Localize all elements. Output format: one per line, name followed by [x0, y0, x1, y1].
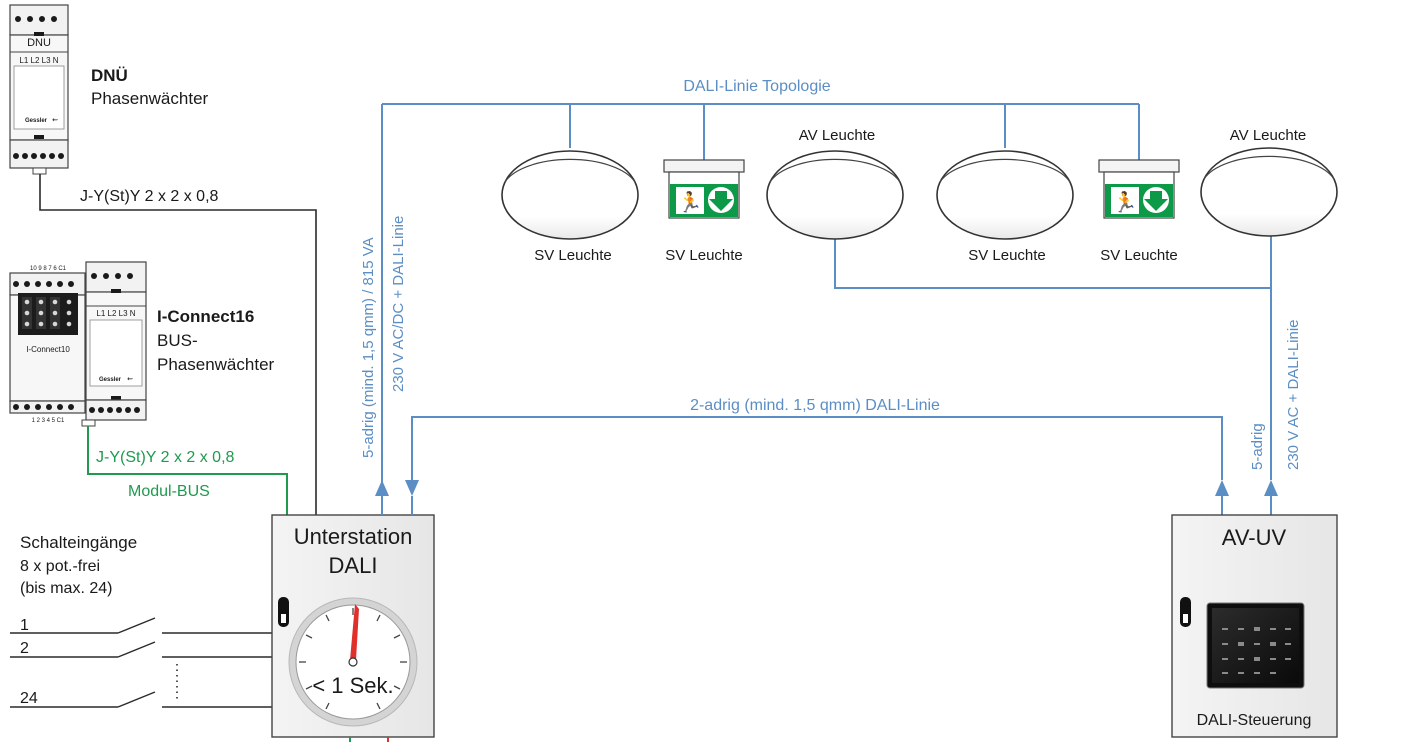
dnu-device-label: DNU: [27, 37, 51, 49]
input-label-2: 2: [20, 640, 29, 657]
sv-light-1-label: SV Leuchte: [534, 247, 612, 264]
input-label-24: 24: [20, 690, 38, 707]
lock-icon: [278, 597, 289, 627]
input-label-1: 1: [20, 617, 29, 634]
relay-block-icon: [18, 293, 78, 335]
timer-dial-icon: [288, 597, 418, 727]
sv-ceiling-light-2: [936, 150, 1074, 240]
timer-label: < 1 Sek.: [312, 673, 393, 698]
sv-light-2-label: SV Leuchte: [968, 247, 1046, 264]
sv-exit-2-label: SV Leuchte: [1100, 247, 1178, 264]
av-uv-caption: DALI-Steuerung: [1197, 712, 1312, 729]
av-ceiling-light-1: [766, 150, 904, 240]
inputs-max: (bis max. 24): [20, 580, 112, 597]
iconnect-description-line2: Phasenwächter: [157, 355, 275, 374]
iconnect-name: I-Connect16: [157, 307, 254, 326]
dali-topology-line: [382, 103, 1140, 160]
iconnect-bottom-terminal-numbers: 1 2 3 4 5 C1: [32, 418, 65, 424]
dnu-cable: [39, 174, 317, 515]
unterstation-title: Unterstation: [294, 524, 413, 549]
iconnect-brand: Gessler: [99, 377, 122, 383]
iconnect-device: 10 9 8 7 6 C1 I-Connect10 1 2 3 4 5 C1: [9, 261, 147, 427]
dnu-brand: Gessler: [25, 118, 48, 124]
arrow-down-icon: [1144, 191, 1168, 211]
av-uv-title: AV-UV: [1222, 525, 1287, 550]
switch-input-2: 2: [10, 640, 272, 658]
dnu-cable-label: J-Y(St)Y 2 x 2 x 0,8: [80, 188, 219, 205]
running-man-icon: 🏃: [1113, 190, 1138, 214]
av-uv-wire-spec: 5-adrig: [1249, 423, 1266, 470]
iconnect-cable-label: J-Y(St)Y 2 x 2 x 0,8: [96, 449, 235, 466]
dali-2-wire-label: 2-adrig (mind. 1,5 qmm) DALI-Linie: [690, 397, 940, 414]
iconnect-terminal-labels: L1 L2 L3 N: [96, 309, 135, 318]
unterstation-cabinet: Unterstation DALI: [271, 514, 435, 738]
dnu-device: DNU L1 L2 L3 N Gessler ⇜: [9, 4, 69, 175]
unterstation-dali-feed: [375, 104, 419, 515]
exit-sign-1: 🏃: [663, 159, 745, 219]
arrow-down-icon: [709, 191, 733, 211]
switch-input-1: 1: [10, 617, 272, 634]
dnu-top-terminals: [15, 16, 57, 22]
touch-panel-icon: [1206, 602, 1305, 689]
switch-input-24: 24: [10, 690, 272, 708]
av-loop-line: [834, 230, 1278, 515]
dnu-description: Phasenwächter: [91, 89, 209, 108]
unterstation-subtitle: DALI: [329, 553, 378, 578]
unterstation-wire-type: 230 V AC/DC + DALI-Linie: [390, 216, 407, 392]
av-light-2-label: AV Leuchte: [1230, 127, 1306, 144]
unterstation-wire-spec: 5-adrig (mind. 1,5 qmm) / 815 VA: [360, 237, 377, 458]
modul-bus-label: Modul-BUS: [128, 483, 210, 500]
running-man-icon: 🏃: [678, 190, 703, 214]
brand-logo-icon: ⇜: [52, 117, 58, 124]
dali-2-wire-line: [411, 416, 1229, 515]
sv-ceiling-light-1: [501, 150, 639, 240]
iconnect-top-terminal-numbers: 10 9 8 7 6 C1: [30, 266, 67, 272]
av-ceiling-light-2: [1200, 147, 1338, 237]
dnu-bottom-terminals: [13, 153, 64, 159]
av-uv-cabinet: AV-UV DALI-Steuerung: [1171, 514, 1338, 738]
iconnect-description-line1: BUS-: [157, 331, 198, 350]
dnu-terminal-labels: L1 L2 L3 N: [19, 56, 58, 65]
lock-icon: [1180, 597, 1191, 627]
sv-exit-1-label: SV Leuchte: [665, 247, 743, 264]
inputs-title: Schalteingänge: [20, 533, 137, 552]
topology-title: DALI-Linie Topologie: [683, 78, 830, 95]
exit-sign-2: 🏃: [1098, 159, 1180, 219]
dnu-name: DNÜ: [91, 66, 128, 85]
modul-bus-cable: [87, 426, 288, 515]
brand-logo-icon: ⇜: [127, 376, 133, 383]
av-uv-wire-type: 230 V AC + DALI-Linie: [1285, 319, 1302, 470]
av-light-1-label: AV Leuchte: [799, 127, 875, 144]
inputs-count: 8 x pot.-frei: [20, 558, 100, 575]
timer-needle: [350, 604, 359, 660]
iconnect-module-label: I-Connect10: [26, 345, 70, 354]
